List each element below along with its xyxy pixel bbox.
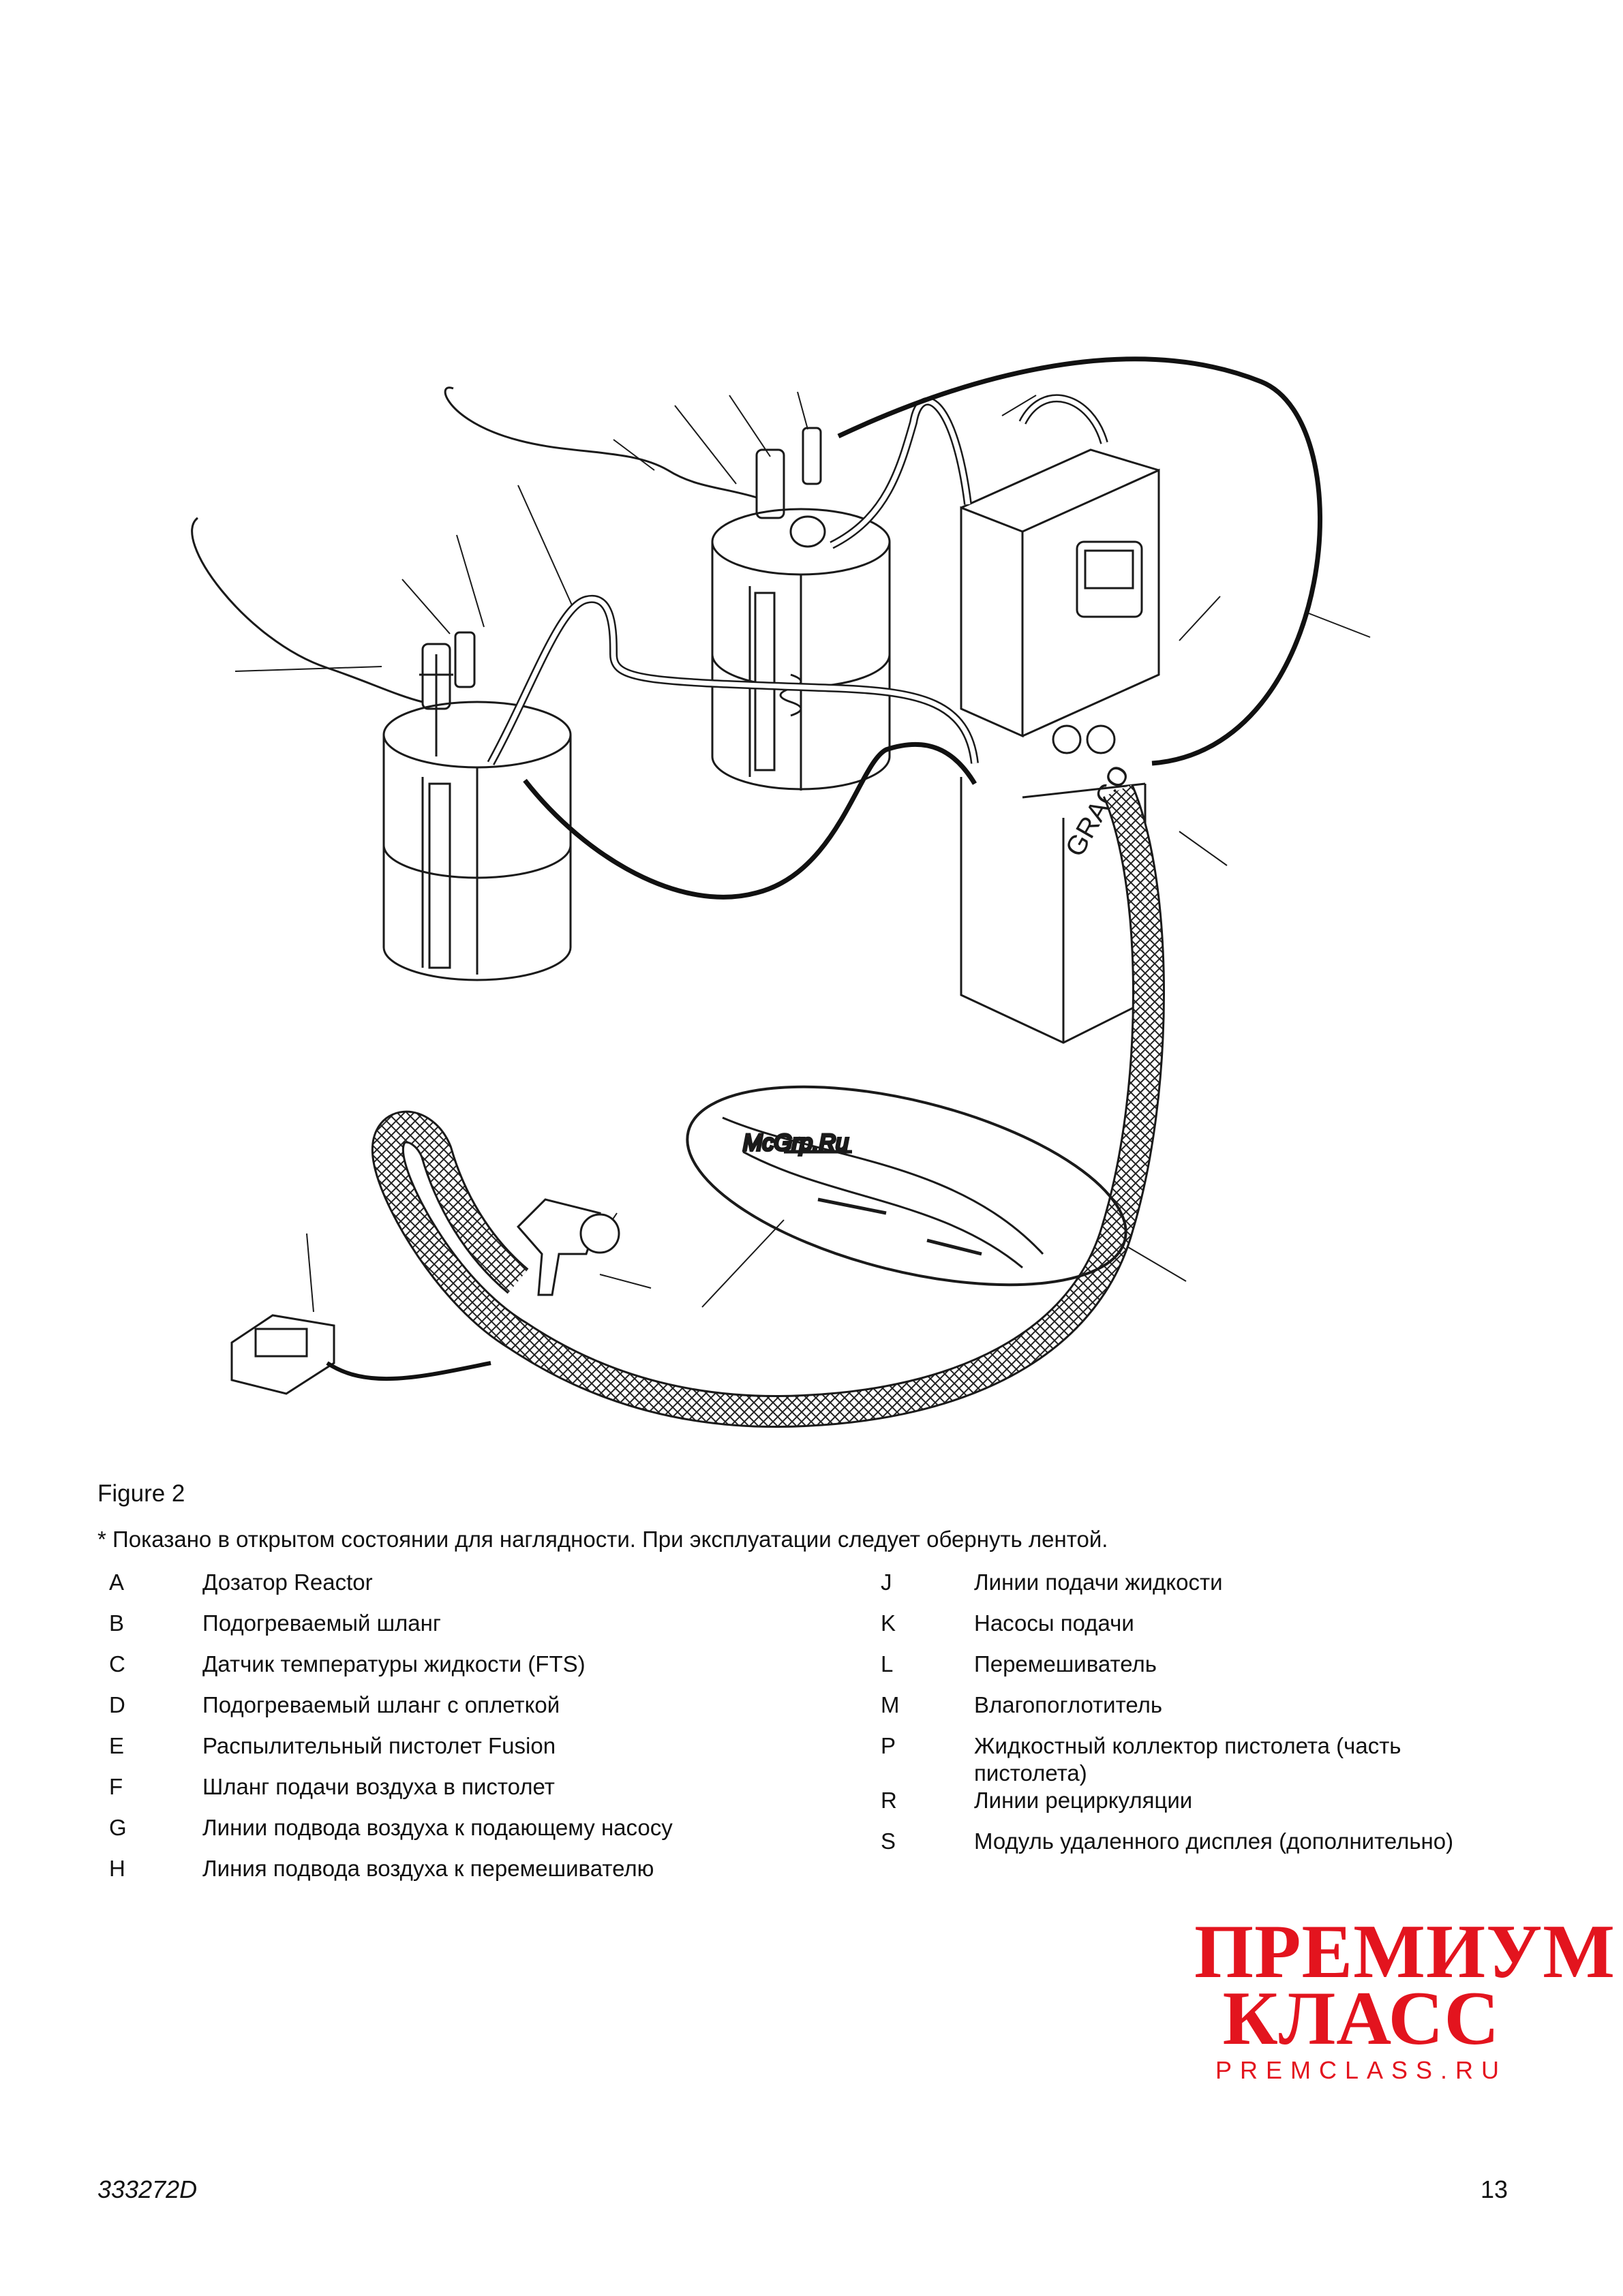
system-illustration: GRACO xyxy=(191,356,1371,1428)
legend-key: G xyxy=(109,1815,127,1840)
legend-left: A Дозатор Reactor B Подогреваемый шланг C Д… xyxy=(109,1569,859,1896)
legend-key: R xyxy=(881,1788,897,1813)
remote-display-module xyxy=(230,1314,491,1395)
left-drum xyxy=(382,631,572,981)
legend-item: E Распылительный пистолет Fusion xyxy=(109,1732,859,1760)
legend-text: Датчик температуры жидкости (FTS) xyxy=(202,1651,586,1677)
legend-key: K xyxy=(881,1610,896,1636)
legend-item: C Датчик температуры жидкости (FTS) xyxy=(109,1651,859,1678)
legend-text: Линии подвода воздуха к подающему насосу xyxy=(202,1815,673,1840)
legend-text: Распылительный пистолет Fusion xyxy=(202,1733,556,1758)
heated-hoses xyxy=(487,394,1108,765)
legend-item: H Линия подвода воздуха к перемешивателю xyxy=(109,1855,859,1882)
legend-text: Шланг подачи воздуха в пистолет xyxy=(202,1774,555,1799)
legend-key: P xyxy=(881,1733,896,1758)
legend-text: Линии подачи жидкости xyxy=(974,1570,1223,1595)
figure-note: * Показано в открытом состоянии для нагл… xyxy=(97,1527,1108,1552)
legend-key: L xyxy=(881,1651,894,1677)
legend-key: S xyxy=(881,1828,896,1854)
legend-text: Влагопоглотитель xyxy=(974,1692,1163,1717)
reactor-dispenser: GRACO xyxy=(960,448,1160,1044)
legend-key: D xyxy=(109,1692,125,1717)
recirculation-lines xyxy=(523,356,1322,900)
legend-item: D Подогреваемый шланг с оплеткой xyxy=(109,1692,859,1719)
legend-key: B xyxy=(109,1610,125,1636)
premclass-logo: ПРЕМИУМ КЛАСС PREMCLASS.RU xyxy=(1194,1910,1616,2085)
spray-gun xyxy=(516,1198,620,1296)
legend-key: A xyxy=(109,1570,125,1595)
legend-item: A Дозатор Reactor xyxy=(109,1569,859,1596)
legend-key: F xyxy=(109,1774,123,1799)
legend-text: Линии рециркуляции xyxy=(974,1788,1193,1813)
legend-item: R Линии рециркуляции xyxy=(881,1787,1494,1814)
legend-item: J Линии подачи жидкости xyxy=(881,1569,1494,1596)
legend-text: Жидкостный коллектор пистолета (часть пи… xyxy=(974,1733,1401,1786)
legend-key: H xyxy=(109,1856,125,1881)
legend-item: P Жидкостный коллектор пистолета (часть п… xyxy=(881,1732,1494,1787)
legend-text: Модуль удаленного дисплея (дополнительно… xyxy=(974,1828,1454,1854)
legend-item: K Насосы подачи xyxy=(881,1610,1494,1637)
legend-key: M xyxy=(881,1692,900,1717)
watermark-text: McGrp.Ru xyxy=(743,1130,849,1156)
legend-item: L Перемешиватель xyxy=(881,1651,1494,1678)
legend-key: E xyxy=(109,1733,125,1758)
figure-caption: Figure 2 xyxy=(97,1480,185,1507)
legend-item: M Влагопоглотитель xyxy=(881,1692,1494,1719)
legend-text: Дозатор Reactor xyxy=(202,1570,373,1595)
air-hoses xyxy=(191,386,757,703)
legend-text: Насосы подачи xyxy=(974,1610,1134,1636)
legend-item: F Шланг подачи воздуха в пистолет xyxy=(109,1773,859,1801)
legend-text: Перемешиватель xyxy=(974,1651,1157,1677)
legend-key: C xyxy=(109,1651,125,1677)
legend-text: Подогреваемый шланг xyxy=(202,1610,441,1636)
braided-hose xyxy=(371,784,1165,1428)
inset-detail: McGrp.Ru xyxy=(686,1085,1127,1287)
legend-right: J Линии подачи жидкости K Насосы подачи L П… xyxy=(881,1569,1494,1869)
document-number: 333272D xyxy=(97,2175,198,2203)
legend-text: Линия подвода воздуха к перемешивателю xyxy=(202,1856,654,1881)
legend-item: G Линии подвода воздуха к подающему насос… xyxy=(109,1814,859,1841)
legend-key: J xyxy=(881,1570,892,1595)
page-number: 13 xyxy=(1481,2175,1508,2203)
legend-item: S Модуль удаленного дисплея (дополнительн… xyxy=(881,1828,1494,1855)
logo-line-class: КЛАСС xyxy=(1222,1976,1500,2061)
logo-line-url: PREMCLASS.RU xyxy=(1215,2056,1508,2084)
legend-item: B Подогреваемый шланг xyxy=(109,1610,859,1637)
legend-text: Подогреваемый шланг с оплеткой xyxy=(202,1692,560,1717)
center-drum xyxy=(711,427,891,791)
logo-line-premium: ПРЕМИУМ xyxy=(1194,1910,1616,1994)
